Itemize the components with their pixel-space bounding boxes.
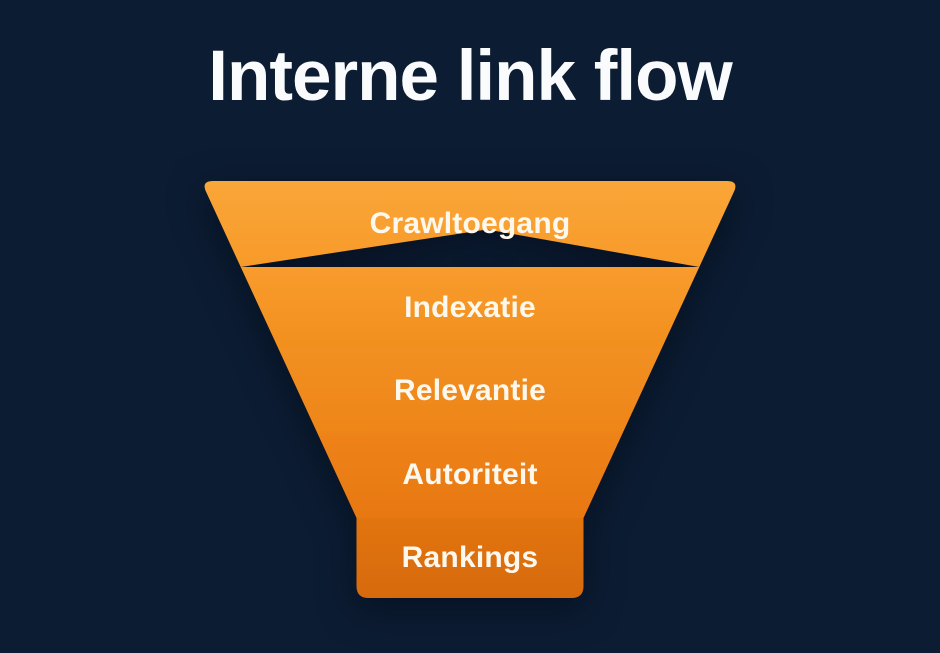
- funnel-level-autoriteit-shape: [317, 433, 623, 518]
- funnel-level-crawltoegang-shape: [204, 181, 736, 267]
- funnel-level-rankings-shape: [356, 518, 584, 598]
- funnel-level-indexatie-shape: [240, 267, 700, 348]
- funnel-shapes: [204, 181, 736, 598]
- funnel-level-relevantie-shape: [278, 348, 662, 433]
- page-title: Interne link flow: [208, 37, 732, 116]
- funnel-diagram: Crawltoegang Indexatie Relevantie Autori…: [201, 181, 739, 598]
